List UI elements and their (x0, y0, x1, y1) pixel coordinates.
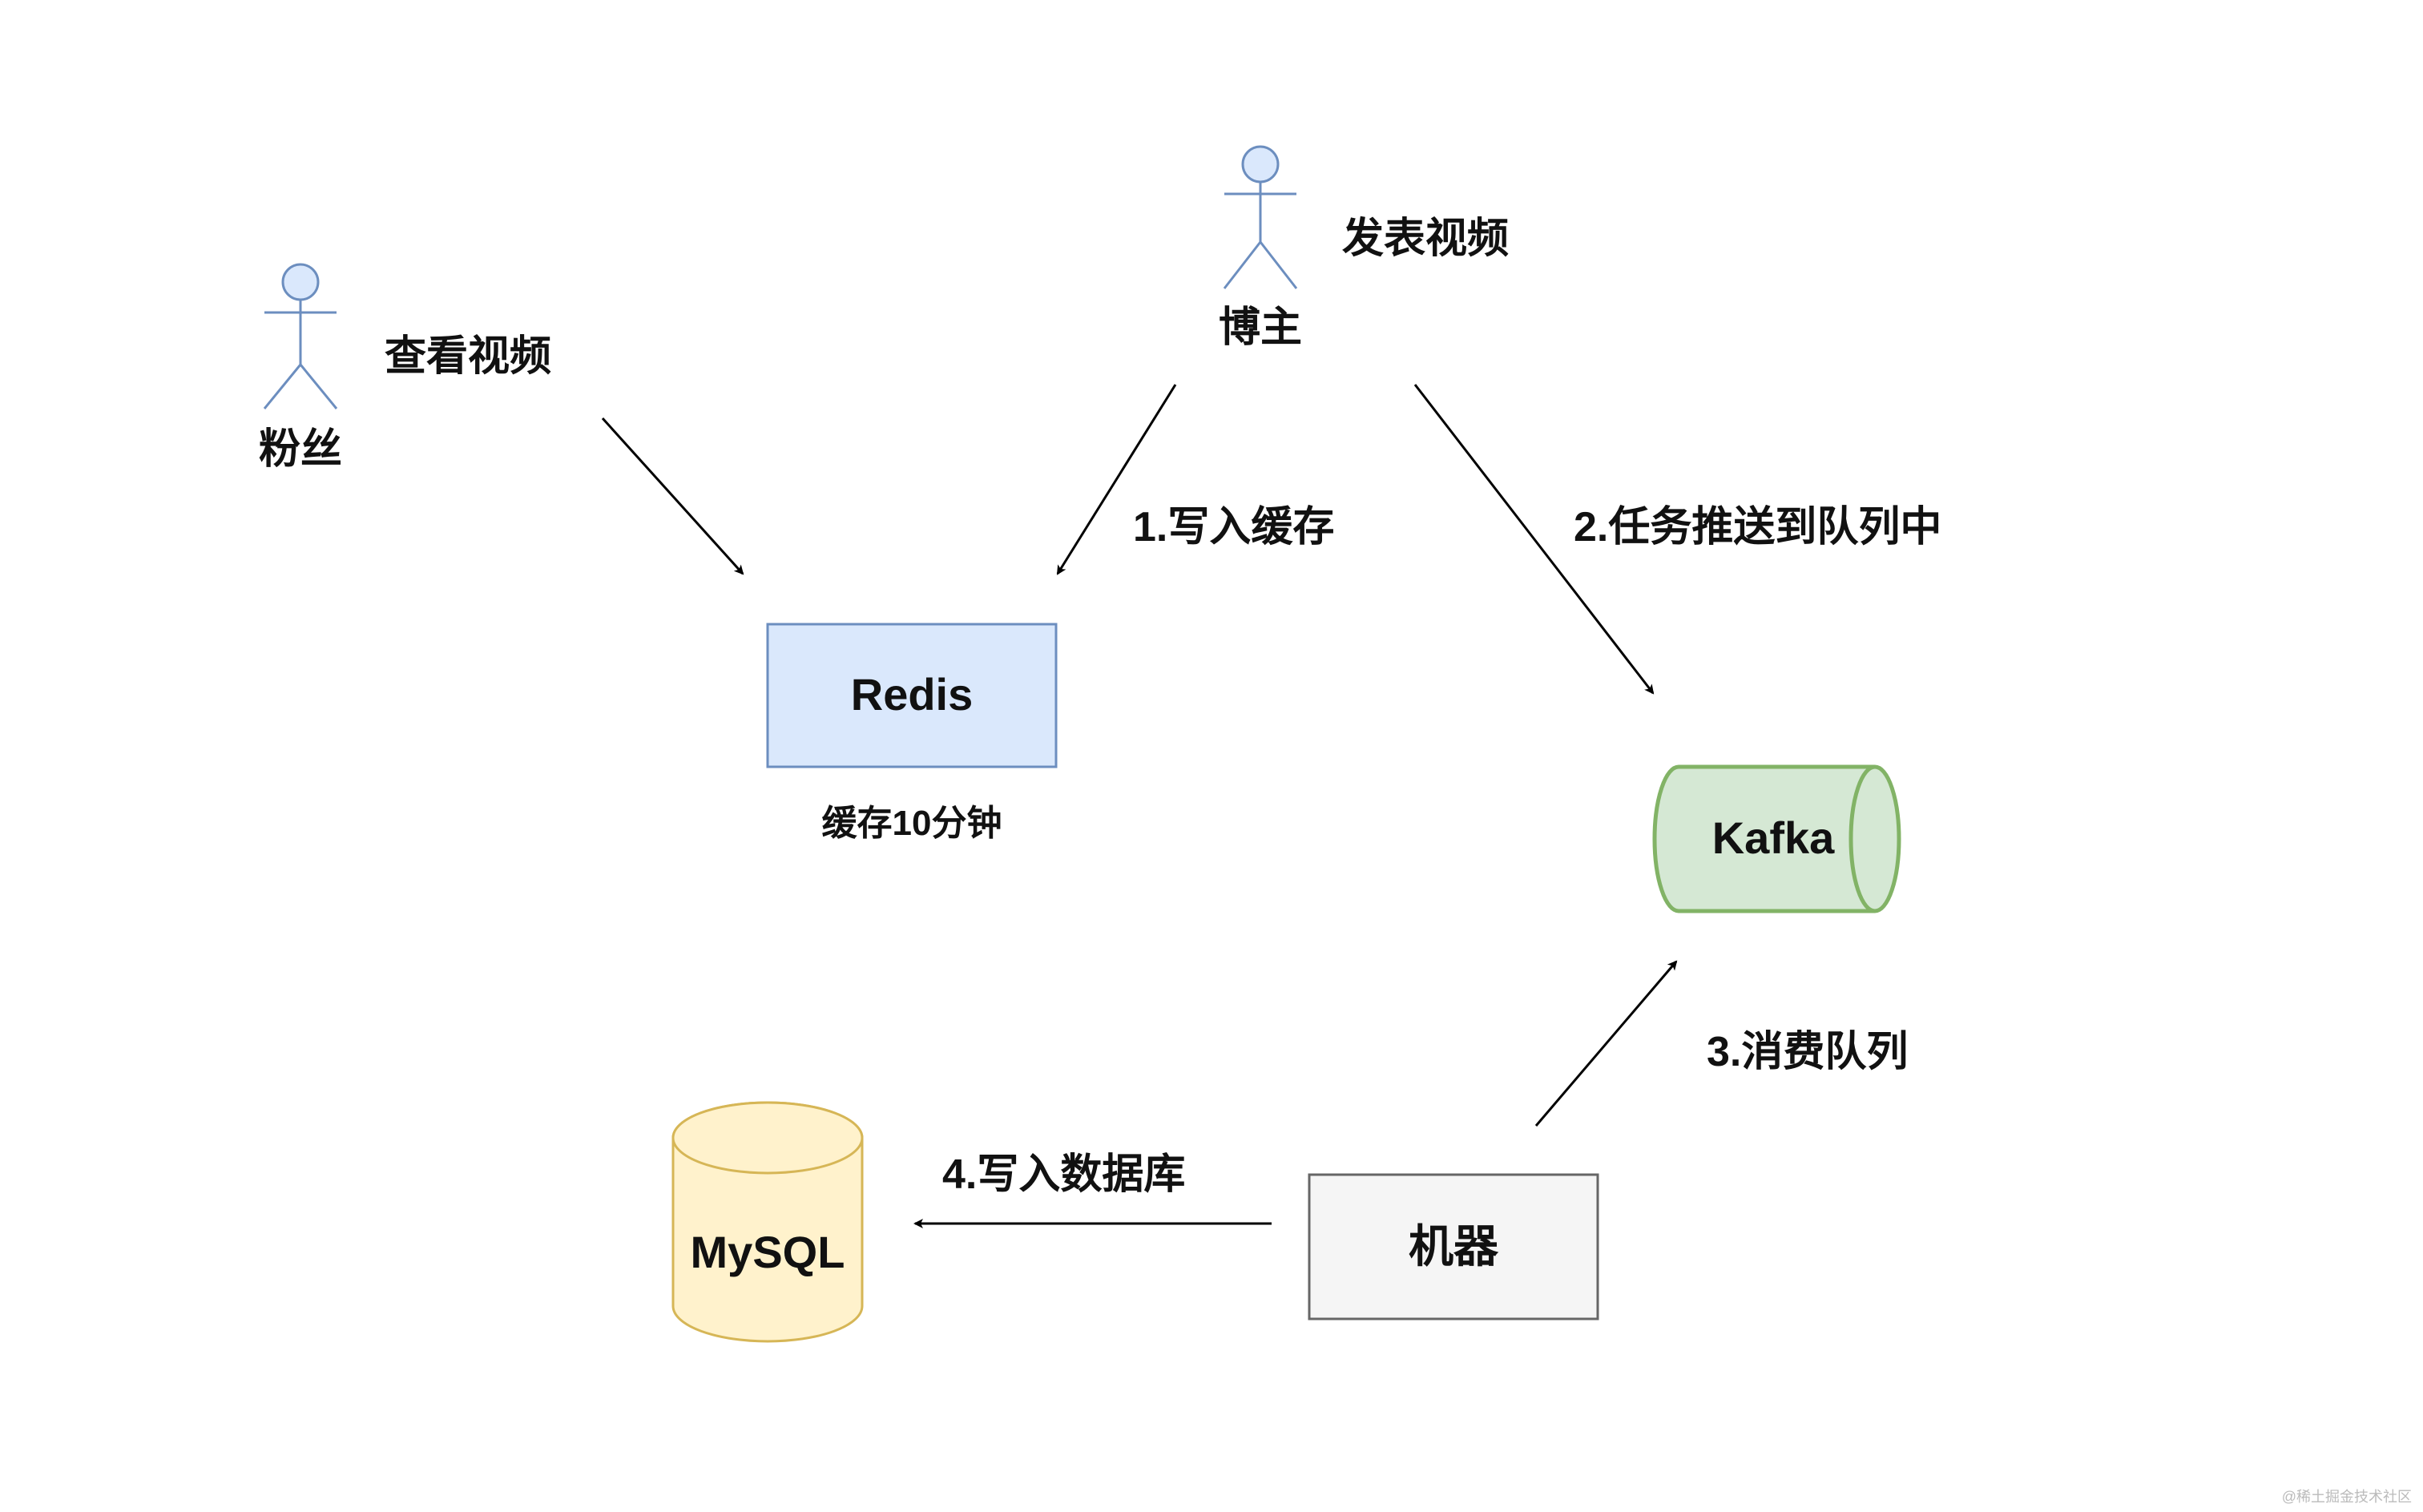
write-cache-label: 1.写入缓存 (1133, 504, 1334, 550)
redis-caption: 缓存10分钟 (822, 804, 1002, 843)
machine-box (1308, 1173, 1599, 1320)
blogger-to-kafka-arrow (1413, 384, 1655, 695)
fan-action-label: 查看视频 (385, 333, 551, 380)
mysql-label: MySQL (691, 1227, 845, 1277)
consume-queue-label: 3.消费队列 (1707, 1029, 1908, 1075)
fan-actor: 粉丝 (259, 263, 342, 473)
kafka-label: Kafka (1712, 812, 1835, 863)
blogger-actor-icon (1223, 145, 1298, 289)
fan-actor-icon (263, 263, 338, 409)
kafka-cylinder-end (1848, 764, 1876, 913)
redis-node: Redis (766, 623, 1058, 768)
redis-label: Redis (851, 669, 974, 720)
blogger-to-redis-arrow (1056, 384, 1177, 575)
blogger-label: 博主 (1219, 304, 1302, 351)
fan-label: 粉丝 (259, 426, 342, 473)
blogger-action-label: 发表视频 (1342, 216, 1509, 262)
machine-label: 机器 (1409, 1221, 1499, 1272)
blogger-actor: 博主 (1219, 145, 1302, 351)
mysql-node: MySQL (671, 1101, 864, 1343)
mysql-cylinder-top (671, 1101, 864, 1175)
write-db-label: 4.写入数据库 (942, 1151, 1185, 1198)
machine-to-kafka-arrow (1534, 960, 1678, 1127)
machine-node: 机器 (1308, 1173, 1599, 1320)
watermark: @稀土掘金技术社区 (2282, 1489, 2412, 1505)
redis-box (766, 623, 1058, 768)
push-queue-label: 2.任务推送到队列中 (1574, 504, 1941, 550)
kafka-node: Kafka (1652, 764, 1901, 913)
fan-to-redis-arrow (601, 417, 744, 575)
